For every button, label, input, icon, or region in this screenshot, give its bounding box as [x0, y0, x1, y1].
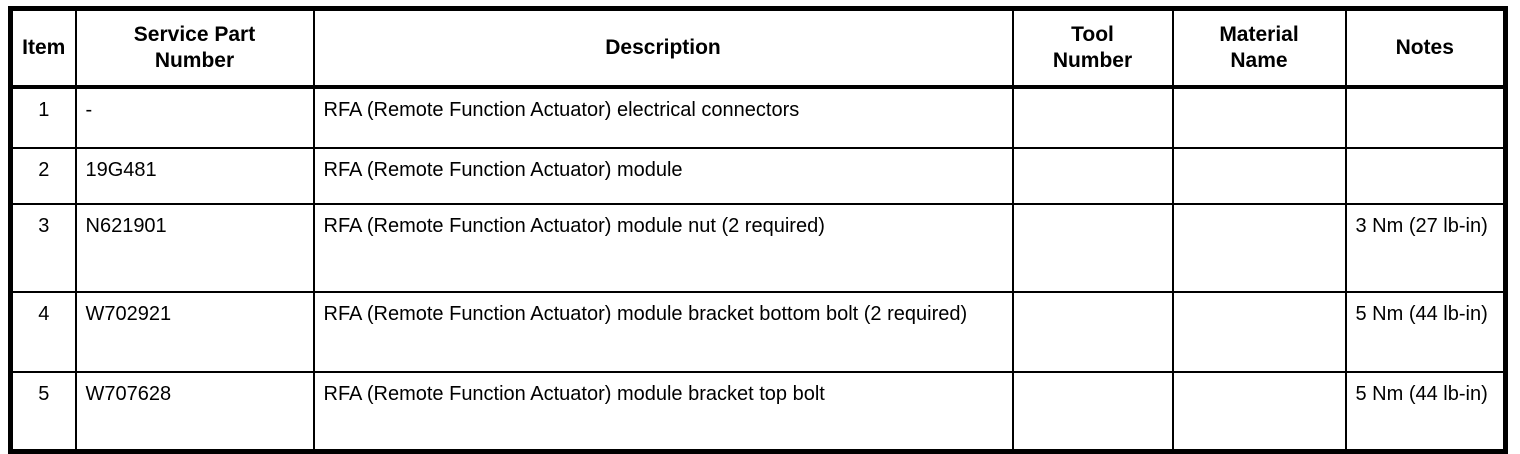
cell-tool-number	[1011, 371, 1174, 453]
cell-service-part-number: 19G481	[74, 147, 315, 205]
cell-notes	[1344, 86, 1507, 149]
page-canvas: Item Service Part Number Description Too…	[8, 6, 1508, 454]
column-header-item-label: Item	[22, 36, 66, 59]
table-row: 1 - RFA (Remote Function Actuator) elect…	[9, 86, 1507, 149]
cell-item: 1	[9, 86, 77, 149]
cell-material-name	[1171, 203, 1347, 293]
cell-material-name	[1171, 291, 1347, 373]
cell-material-name	[1171, 147, 1347, 205]
column-header-material-name: Material Name	[1171, 7, 1347, 88]
cell-tool-number	[1011, 291, 1174, 373]
cell-notes: 5 Nm (44 lb-in)	[1344, 291, 1507, 373]
cell-service-part-number: W707628	[74, 371, 315, 453]
table-row: 5 W707628 RFA (Remote Function Actuator)…	[9, 371, 1507, 453]
table-row: 4 W702921 RFA (Remote Function Actuator)…	[9, 291, 1507, 373]
column-header-description-label: Description	[605, 36, 721, 59]
column-header-service-part-number-line2: Number	[154, 49, 235, 72]
cell-tool-number	[1011, 147, 1174, 205]
table-body: 1 - RFA (Remote Function Actuator) elect…	[9, 86, 1507, 453]
service-parts-table: Item Service Part Number Description Too…	[8, 6, 1508, 454]
cell-material-name	[1171, 371, 1347, 453]
header-row: Item Service Part Number Description Too…	[9, 7, 1507, 88]
cell-service-part-number: N621901	[74, 203, 315, 293]
cell-description: RFA (Remote Function Actuator) module br…	[312, 371, 1014, 453]
cell-item: 3	[9, 203, 77, 293]
cell-description: RFA (Remote Function Actuator) module br…	[312, 291, 1014, 373]
column-header-description: Description	[312, 7, 1014, 88]
cell-notes	[1344, 147, 1507, 205]
column-header-tool-number-line1: Tool	[1071, 23, 1114, 46]
cell-description: RFA (Remote Function Actuator) electrica…	[312, 86, 1014, 149]
column-header-material-name-line2: Name	[1230, 49, 1288, 72]
column-header-service-part-number: Service Part Number	[74, 7, 315, 88]
column-header-item: Item	[9, 7, 77, 88]
column-header-service-part-number-line1: Service Part	[133, 23, 256, 46]
cell-notes: 5 Nm (44 lb-in)	[1344, 371, 1507, 453]
cell-tool-number	[1011, 203, 1174, 293]
table-row: 3 N621901 RFA (Remote Function Actuator)…	[9, 203, 1507, 293]
cell-service-part-number: W702921	[74, 291, 315, 373]
cell-item: 5	[9, 371, 77, 453]
column-header-tool-number-line2: Number	[1052, 49, 1133, 72]
column-header-material-name-line1: Material	[1219, 23, 1299, 46]
cell-item: 2	[9, 147, 77, 205]
cell-item: 4	[9, 291, 77, 373]
cell-description: RFA (Remote Function Actuator) module	[312, 147, 1014, 205]
cell-notes: 3 Nm (27 lb-in)	[1344, 203, 1507, 293]
table-header: Item Service Part Number Description Too…	[9, 7, 1507, 88]
cell-tool-number	[1011, 86, 1174, 149]
column-header-notes-label: Notes	[1395, 36, 1454, 59]
cell-description: RFA (Remote Function Actuator) module nu…	[312, 203, 1014, 293]
column-header-notes: Notes	[1344, 7, 1507, 88]
table-row: 2 19G481 RFA (Remote Function Actuator) …	[9, 147, 1507, 205]
column-header-tool-number: Tool Number	[1011, 7, 1174, 88]
cell-material-name	[1171, 86, 1347, 149]
cell-service-part-number: -	[74, 86, 315, 149]
